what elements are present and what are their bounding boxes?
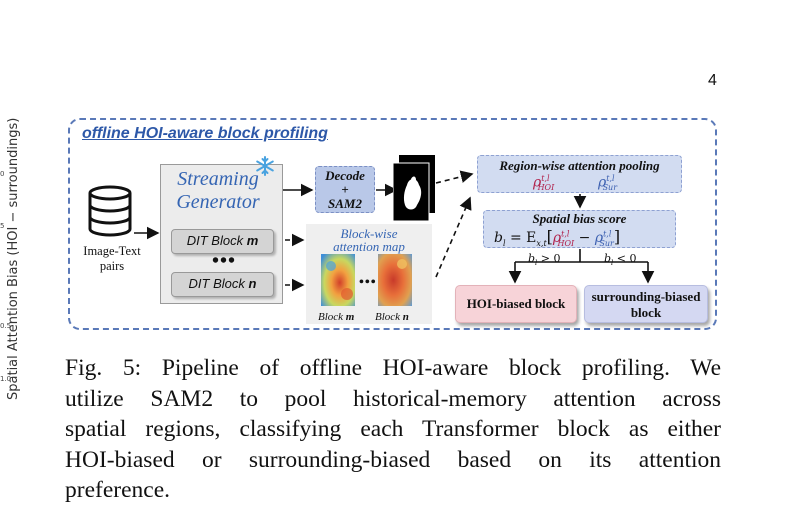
- image-text-pairs-label: Image-Text pairs: [83, 244, 141, 273]
- rho-sur-symbol: ρt,lSur: [598, 174, 618, 193]
- region-pooling-box: [477, 155, 682, 193]
- block-wise-attention-title: Block-wise attention map: [333, 226, 405, 254]
- snowflake-icon: [256, 156, 274, 176]
- attention-heatmap-m: [321, 254, 355, 306]
- caption-line: Fig. 5: Pipeline of offline HOI-aware bl…: [65, 355, 721, 381]
- caption-line: utilize SAM2 to pool historical-memory a…: [65, 385, 721, 412]
- caption-line: HOI-biased or surrounding-biased based o…: [65, 446, 721, 473]
- attention-heatmap-n: [378, 254, 412, 306]
- figure-title: offline HOI-aware block profiling: [82, 125, 328, 142]
- caption-line: preference.: [65, 477, 171, 503]
- block-m-caption: Block m: [318, 311, 355, 323]
- dit-block-m: DIT Block m: [171, 229, 274, 254]
- spatial-bias-formula: bl = Ex,t[ρt,lHOI − ρt,lSur]: [494, 227, 621, 248]
- spatial-bias-box: [483, 210, 676, 248]
- side-tick: 0.5: [0, 322, 12, 330]
- side-tick: 1.0: [0, 375, 12, 383]
- rho-hoi-symbol: ρt,lHOI: [533, 174, 555, 193]
- side-tick: 0: [0, 170, 5, 178]
- page-number: 4: [708, 72, 717, 89]
- hoi-biased-block-box: HOI-biased block: [455, 285, 577, 323]
- region-pooling-title: Region-wise attention pooling: [499, 158, 660, 173]
- condition-negative: bl < 0: [604, 252, 637, 268]
- database-icon: [88, 185, 132, 237]
- attention-ellipsis: •••: [359, 275, 377, 290]
- streaming-generator-title: Streaming Generator: [176, 168, 260, 213]
- side-tick: 5: [0, 222, 5, 230]
- spatial-bias-title: Spatial bias score: [532, 211, 627, 226]
- condition-positive: bl > 0: [528, 252, 561, 268]
- caption-line: spatial regions, classifying each Transf…: [65, 416, 721, 442]
- decode-sam2-box: Decode + SAM2: [315, 166, 375, 213]
- dit-ellipsis: •••: [212, 250, 237, 272]
- block-n-caption: Block n: [375, 311, 409, 323]
- figure-frame: [68, 118, 717, 330]
- segmentation-mask-image: [393, 155, 435, 221]
- dit-block-n: DIT Block n: [171, 272, 274, 297]
- surrounding-biased-block-box: surrounding-biased block: [584, 285, 708, 323]
- figure-caption: Fig. 5: Pipeline of offline HOI-aware bl…: [65, 353, 721, 506]
